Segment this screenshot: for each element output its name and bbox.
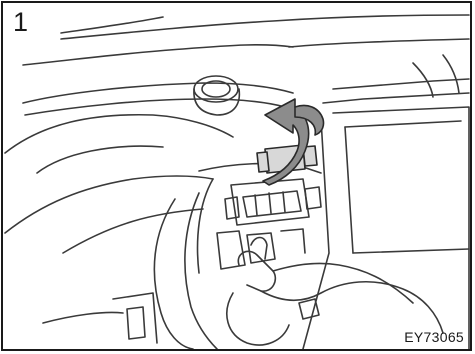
- chassis-box-outer: [333, 107, 469, 349]
- harness-loop: [227, 293, 289, 345]
- chassis-box-seam: [353, 249, 469, 253]
- socket-rib-3: [283, 192, 285, 212]
- chassis-box-inner-vertical: [345, 127, 353, 253]
- right-panel-curve: [413, 63, 433, 97]
- wheel-well-inner: [37, 146, 163, 173]
- lower-bracket-3: [281, 229, 305, 253]
- hood-edge-line-2: [61, 15, 469, 39]
- reservoir-cap: [194, 76, 238, 102]
- socket-rib-2: [269, 193, 271, 213]
- socket-tab-left: [225, 197, 239, 219]
- harness-clip: [299, 299, 319, 319]
- harness-connector-plug: [251, 238, 267, 260]
- fender-curve-inner: [25, 99, 285, 115]
- panel-diagonal: [63, 209, 203, 253]
- chassis-box-inner: [345, 121, 461, 127]
- chassis-rail-right-2: [323, 93, 469, 103]
- step-number: 1: [13, 7, 28, 37]
- bottom-panel-3: [43, 312, 123, 323]
- fender-top-line: [289, 39, 469, 47]
- headlamp-housing-outer: [154, 199, 193, 349]
- socket-plate-face: [243, 191, 301, 217]
- bottom-panel-1: [113, 293, 157, 343]
- lower-bracket: [217, 231, 245, 269]
- body-panel-line: [23, 45, 293, 65]
- engine-bay-illustration: [3, 3, 470, 349]
- socket-tab-right: [305, 187, 321, 209]
- bottom-panel-2: [127, 307, 145, 339]
- harness-wire-2: [273, 263, 413, 303]
- socket-rib-1: [255, 195, 257, 215]
- figure-code: EY73065: [404, 329, 464, 345]
- right-panel-curve-2: [443, 55, 459, 93]
- headlamp-housing-rim: [198, 179, 213, 273]
- chassis-rail-right: [333, 79, 469, 89]
- wheel-well-lower: [5, 176, 213, 233]
